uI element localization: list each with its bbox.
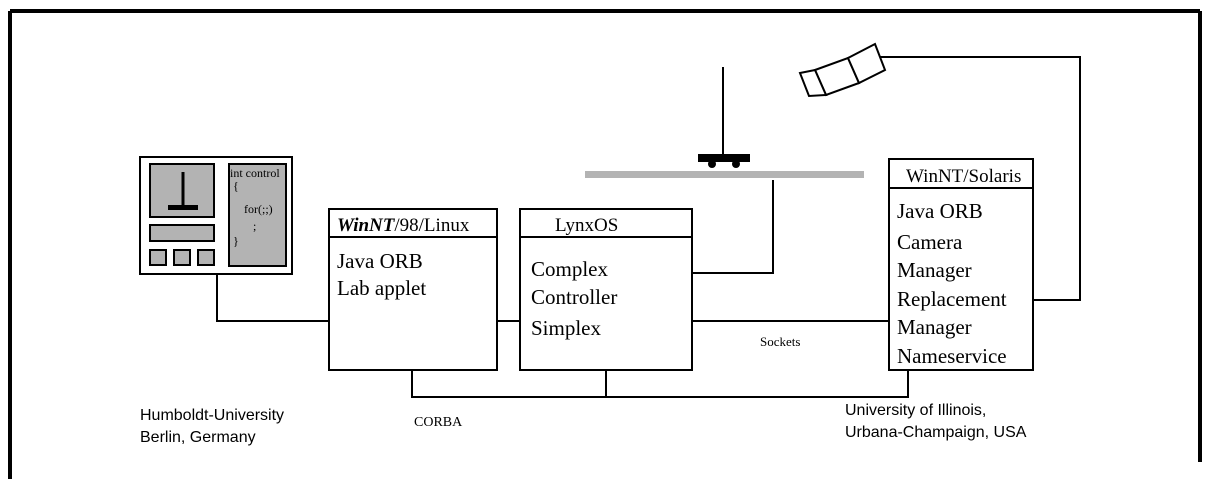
right-location-line-1: University of Illinois, xyxy=(845,402,986,419)
solaris-line-nameservice: Nameservice xyxy=(897,344,1007,368)
winnt-line-lab-applet: Lab applet xyxy=(337,276,426,300)
corba-label: CORBA xyxy=(414,415,463,430)
solaris-line-java-orb: Java ORB xyxy=(897,199,983,223)
winnt-header-bold: WinNT xyxy=(337,215,396,236)
workstation-icon: int control { for(;;) ; } xyxy=(139,156,293,275)
winnt-linux-box: WinNT/98/Linux Java ORB Lab applet xyxy=(328,208,498,371)
left-location-line-2: Berlin, Germany xyxy=(140,429,256,446)
code-line-5: } xyxy=(233,234,239,248)
winnt-line-java-orb: Java ORB xyxy=(337,249,423,273)
solaris-box-header: WinNT/Solaris xyxy=(906,166,1021,187)
right-location-line-2: Urbana-Champaign, USA xyxy=(845,424,1027,441)
connection-lines xyxy=(216,56,1081,398)
solaris-line-manager-1: Manager xyxy=(897,258,972,282)
lynxos-line-complex: Complex xyxy=(531,257,608,281)
code-line-1: int control xyxy=(230,166,280,180)
code-line-4: ; xyxy=(241,219,256,233)
pendulum-track-icon xyxy=(585,67,864,178)
lynxos-line-simplex: Simplex xyxy=(531,316,602,340)
camera-icon xyxy=(798,42,887,98)
sockets-label: Sockets xyxy=(760,334,800,349)
code-line-3: for(;;) xyxy=(238,202,273,216)
solaris-line-camera: Camera xyxy=(897,230,963,254)
lynxos-line-controller: Controller xyxy=(531,285,617,309)
winnt-solaris-box: WinNT/Solaris Java ORB Camera Manager Re… xyxy=(888,158,1034,371)
left-location-line-1: Humboldt-University xyxy=(140,407,284,424)
diagram-frame xyxy=(8,9,1202,479)
solaris-line-manager-2: Manager xyxy=(897,315,972,339)
lynxos-box-header: LynxOS xyxy=(555,215,618,236)
solaris-line-replacement: Replacement xyxy=(897,287,1007,311)
lynxos-box: LynxOS Complex Controller Simplex xyxy=(519,208,693,371)
winnt-box-header: WinNT/98/Linux xyxy=(337,215,470,236)
code-line-2: { xyxy=(233,179,239,193)
winnt-header-rest: /98/Linux xyxy=(394,215,469,236)
